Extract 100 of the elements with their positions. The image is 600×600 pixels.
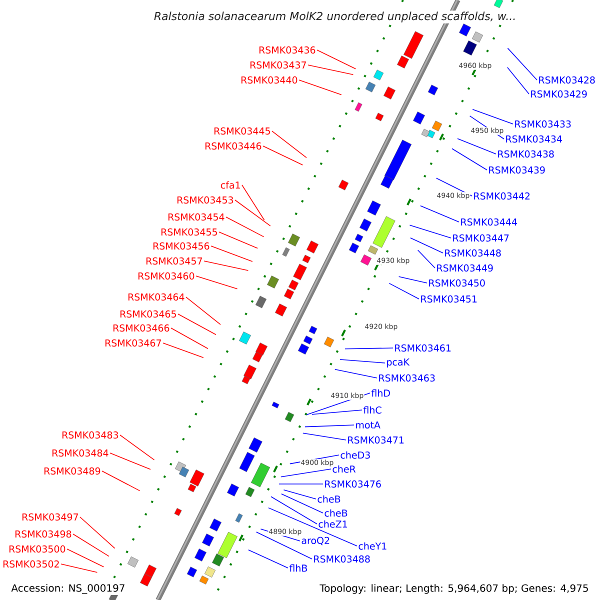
gene-label: RSMK03497 [22, 513, 78, 521]
leader-line [80, 516, 116, 549]
leader-line [210, 246, 253, 262]
leader-line [344, 348, 394, 350]
gene-label: RSMK03442 [474, 192, 530, 200]
leader-line [196, 276, 238, 290]
gene-label: RSMK03467 [105, 339, 161, 347]
leader-line [410, 238, 444, 254]
gene-label: RSMK03466 [113, 324, 170, 332]
leader-line [388, 282, 420, 300]
gene-label: RSMK03483 [62, 431, 118, 439]
gene-label: RSMK03447 [453, 234, 509, 242]
gene-label: RSMK03438 [498, 150, 554, 158]
gene-label: RSMK03502 [3, 560, 59, 568]
leader-line [409, 224, 452, 238]
gene-label: RSMK03451 [421, 295, 477, 303]
leader-line [340, 359, 386, 364]
leader-line [302, 432, 346, 440]
gene-label: RSMK03436 [259, 46, 316, 54]
leader-line [298, 80, 342, 96]
gene-label: cheZ1 [318, 520, 347, 528]
gene-label: flhB [289, 564, 308, 572]
leader-line [420, 205, 460, 222]
leader-line [162, 342, 204, 358]
gene-label: RSMK03484 [52, 449, 108, 457]
gene-label: cfa1 [220, 181, 240, 189]
gene-label: cheB [318, 495, 340, 503]
title: Ralstonia solanacearum MolK2 unordered unplaced scaffolds, w... [152, 10, 518, 24]
gene-label: RSMK03500 [9, 545, 66, 553]
leader-line [248, 550, 288, 568]
gene-label: RSMK03440 [241, 76, 298, 84]
gene-label: RSMK03471 [348, 436, 404, 444]
leader-line [457, 138, 496, 154]
leader-line [436, 178, 472, 196]
leader-line [452, 148, 488, 170]
gene-label: RSMK03461 [395, 344, 451, 352]
gene-label: RSMK03449 [437, 264, 493, 272]
gene-label: RSMK03445 [214, 127, 270, 135]
gene-label: RSMK03456 [153, 242, 210, 250]
gene-label: cheR [332, 465, 356, 473]
gene-label: RSMK03463 [379, 374, 435, 382]
leader-line [110, 452, 151, 470]
gene-label: RSMK03448 [445, 249, 501, 257]
gene-label: RSMK03453 [177, 196, 234, 204]
leader-line [507, 48, 538, 80]
gene-label: RSMK03455 [161, 228, 217, 236]
gene-label: cheY1 [358, 542, 386, 550]
leader-line [270, 496, 318, 524]
gene-label: pcaK [387, 358, 410, 368]
leader-line [304, 424, 354, 428]
gene-label: flhC [363, 406, 382, 414]
gene-label: cheB [324, 509, 348, 517]
leader-line [72, 534, 110, 557]
leader-line [272, 130, 307, 158]
gene-label: flhD [371, 389, 390, 397]
leader-line [178, 314, 216, 335]
leader-line [312, 410, 362, 415]
gene-label: RSMK03446 [205, 142, 262, 150]
leader-line [262, 146, 304, 166]
footer-text: Topology: linear; Length: 5,964,607 bp; Genes: 4,975 [318, 583, 590, 595]
leader-line [204, 260, 249, 271]
gene-label: RSMK03464 [128, 293, 184, 301]
leader-line [398, 276, 428, 284]
gene-label: RSMK03437 [250, 61, 306, 69]
gene-label: RSMK03444 [461, 218, 517, 226]
gene-label: cheD3 [340, 451, 370, 459]
leader-line [234, 200, 271, 226]
gene-label: RSMK03428 [539, 76, 595, 84]
gene-label: RSMK03434 [506, 135, 562, 143]
gene-label: RSMK03457 [146, 257, 202, 265]
leader-line [102, 470, 140, 492]
leader-line [268, 507, 358, 546]
leader-line [283, 490, 316, 500]
leader-line [316, 50, 356, 70]
gene-label: RSMK03433 [515, 120, 571, 128]
leader-line [281, 494, 324, 514]
gene-label: RSMK03489 [44, 467, 100, 475]
gene-label: RSMK03465 [120, 310, 176, 318]
leader-line [66, 548, 104, 568]
gene-label: RSMK03488 [314, 555, 370, 563]
gene-label: RSMK03498 [15, 530, 72, 538]
leader-line [170, 328, 208, 349]
gene-label: RSMK03476 [325, 480, 381, 488]
leader-line [120, 434, 155, 460]
leader-line [256, 532, 312, 560]
gene-label: motA [356, 421, 380, 429]
leader-line [60, 564, 98, 573]
leader-line [334, 369, 378, 378]
leader-line [242, 184, 265, 220]
leader-line [186, 296, 221, 325]
gene-label: RSMK03454 [168, 213, 224, 221]
gene-label: aroQ2 [302, 536, 330, 546]
leader-line [280, 468, 332, 478]
leader-line [507, 67, 530, 94]
leader-line [218, 232, 258, 249]
footer-text: Accession: NS_000197 [10, 583, 126, 595]
gene-label: RSMK03429 [531, 90, 587, 98]
gene-label: RSMK03450 [429, 279, 485, 287]
leader-line [417, 250, 436, 268]
leader-line [472, 109, 514, 124]
